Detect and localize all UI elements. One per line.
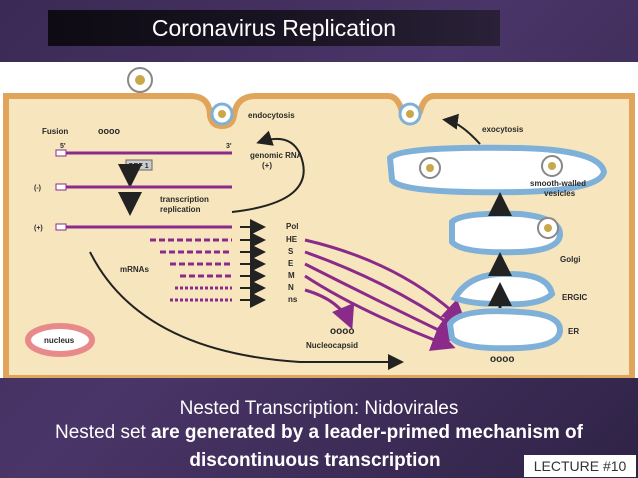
label-replication: replication <box>160 205 201 214</box>
arrow-to-nucleocapsid <box>89 251 404 370</box>
nucleus <box>25 323 95 357</box>
protein-e: E <box>288 259 294 268</box>
er-rna-coils: oooo <box>490 354 514 365</box>
label-genomic-rna: genomic RNA <box>250 151 303 160</box>
virion-exocytosis <box>398 102 422 126</box>
virion-entering <box>127 67 153 93</box>
rna-coils-fusion: oooo <box>98 126 120 136</box>
label-smooth-walled: smooth-walled <box>530 179 586 188</box>
caption-line-3: discontinuous transcription <box>189 450 441 471</box>
lecture-badge: LECTURE #10 <box>524 455 636 477</box>
protein-n: N <box>288 283 294 292</box>
diagram-svg: Fusion oooo endocytosis exocytosis 5' 3'… <box>3 67 635 381</box>
title-bar <box>48 10 500 46</box>
protein-he: HE <box>286 235 298 244</box>
er-membrane <box>446 308 564 352</box>
label-nucleus: nucleus <box>44 336 75 345</box>
label-3prime: 3' <box>226 143 232 150</box>
label-vesicles: vesicles <box>544 189 576 198</box>
label-genomic-rna-sign: (+) <box>262 161 272 170</box>
label-golgi: Golgi <box>560 255 580 264</box>
protein-pol: Pol <box>286 222 298 231</box>
label-plus: (+) <box>34 225 43 232</box>
caption-line-2: Nested set are generated by a leader-pri… <box>0 422 638 444</box>
caption-line-2-bold: are generated by a leader-primed mechani… <box>151 422 583 443</box>
label-mrnas: mRNAs <box>120 265 149 274</box>
label-minus: (-) <box>34 185 41 192</box>
caption-line-1: Nested Transcription: Nidovirales <box>179 398 459 419</box>
arrow-replication-loop <box>231 130 305 213</box>
nucleocapsid-coils: oooo <box>330 326 354 337</box>
virion-endocytosis <box>210 102 234 126</box>
replication-diagram: Fusion oooo endocytosis exocytosis 5' 3'… <box>0 62 638 381</box>
label-transcription: transcription <box>160 195 209 204</box>
slide-title: Coronavirus Replication <box>151 15 397 41</box>
arrow-to-exocytosis <box>442 113 481 145</box>
label-er: ER <box>568 327 579 336</box>
label-orf1: ORF 1 <box>128 163 149 170</box>
protein-ns: ns <box>288 295 298 304</box>
mrna-nested-set <box>150 238 232 302</box>
label-nucleocapsid: Nucleocapsid <box>306 341 358 350</box>
protein-trafficking-arrows <box>304 238 467 351</box>
protein-s: S <box>288 247 294 256</box>
leader-box <box>55 149 67 157</box>
label-exocytosis: exocytosis <box>482 125 524 134</box>
label-endocytosis: endocytosis <box>248 111 295 120</box>
label-fusion: Fusion <box>42 127 68 136</box>
smooth-walled-vesicles <box>386 144 608 239</box>
label-5prime: 5' <box>60 143 66 150</box>
protein-m: M <box>288 271 295 280</box>
caption-line-2-plain: Nested set <box>55 422 152 443</box>
protein-arrows <box>240 219 266 308</box>
label-ergic: ERGIC <box>562 293 588 302</box>
